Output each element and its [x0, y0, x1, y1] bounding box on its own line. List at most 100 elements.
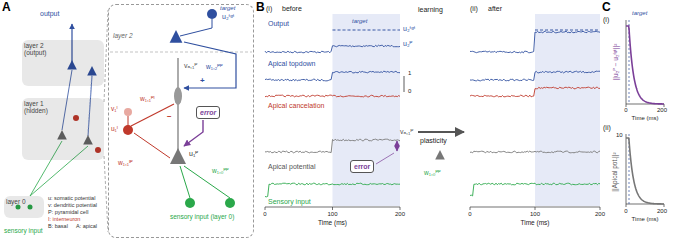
- axis-tick: [400, 207, 401, 210]
- annotation: P: pyramidal cell: [48, 210, 88, 216]
- annotation: (ii): [603, 124, 611, 131]
- nudging-line: [134, 133, 170, 158]
- sensory-input-trace: [265, 183, 400, 197]
- loss-curve: [626, 26, 664, 104]
- target-neuron: [207, 9, 217, 19]
- annotation: u₁ᴾ: [189, 150, 198, 157]
- annotation: w₁,₁ᴵᴾ: [118, 160, 133, 167]
- error-marker: [396, 141, 397, 151]
- axis-tick: [535, 207, 536, 210]
- learning-arrow: [418, 131, 464, 133]
- error-leader: [376, 153, 394, 164]
- apical-potential-trace: [470, 151, 600, 153]
- plot-axes: [626, 20, 664, 104]
- interneuron-dendrite: [128, 116, 129, 126]
- annotation: 0: [408, 88, 411, 94]
- annotation: (i): [266, 5, 272, 12]
- annotation: vₐ,₁ᴾ: [400, 128, 413, 135]
- annotation: target: [632, 10, 647, 16]
- axis-label: 200: [595, 211, 605, 217]
- axis-label: 200: [657, 208, 667, 214]
- target-trace: [535, 30, 600, 31]
- sensory-input-trace: [470, 183, 600, 196]
- annotation: (i): [603, 16, 609, 23]
- output-trace: [265, 45, 400, 53]
- annotation: (ii): [470, 5, 478, 12]
- axis-tick: [265, 207, 266, 210]
- target-line: [180, 19, 212, 36]
- axis-tick: [626, 204, 627, 207]
- annotation: u₂ᴾ: [403, 40, 413, 47]
- node-label: error: [200, 109, 216, 116]
- axis-label: Time (ms): [632, 216, 659, 222]
- input-neuron: [225, 198, 235, 208]
- target-period-shading: [535, 14, 600, 206]
- annotation: learning: [418, 6, 443, 13]
- annotation: ||Apical pot.||²: [612, 152, 619, 191]
- annotation: sensory input: [4, 228, 43, 235]
- output-trace: [470, 31, 600, 53]
- annotation: u₂ᵗᵍᵗ: [222, 13, 234, 20]
- annotation: sensory input (layer 0): [170, 214, 234, 221]
- axis-label: 200: [395, 211, 405, 217]
- axis-label: 100: [327, 211, 337, 217]
- panel-label: B: [256, 1, 265, 13]
- annotation: Apical topdown: [268, 60, 315, 67]
- annotation: u: somatic potential: [48, 196, 95, 202]
- annotation: output: [40, 10, 59, 17]
- scale-bar: [404, 76, 405, 92]
- input-neuron: [185, 198, 195, 208]
- target-period-shading: [333, 14, 401, 206]
- cancelation-line: [131, 104, 174, 126]
- input-line: [184, 166, 230, 198]
- annotation: after: [488, 5, 502, 12]
- apical-cancelation-trace: [470, 87, 600, 97]
- annotation: vₐ,₁ᴾ: [184, 62, 197, 69]
- inset-box: layer 2error: [108, 4, 254, 238]
- annotation: 1: [408, 70, 411, 76]
- annotation: u₂ᵗᵍᵗ: [403, 25, 415, 32]
- apical-potential-trace: [265, 139, 400, 153]
- panel-label: +: [200, 77, 205, 85]
- apical-topdown-trace: [470, 71, 600, 81]
- annotation: w₁,₂ᴾᴾ: [206, 64, 223, 71]
- axis-label: 100: [530, 211, 540, 217]
- apical-topdown-trace: [265, 71, 400, 81]
- annotation: u₁ᴵ: [111, 126, 118, 133]
- annotation: w₁,₀ᴾᴾ: [212, 168, 229, 175]
- error-box: error: [196, 106, 220, 119]
- loss-curve: [626, 138, 664, 204]
- annotation: Sensory input: [268, 198, 311, 205]
- annotation: Apical cancelation: [268, 102, 324, 109]
- annotation: v: dendritic potential: [48, 203, 97, 209]
- axis-label: Time (ms): [520, 220, 549, 227]
- panel-label: −: [167, 113, 172, 121]
- annotation: A: apical: [76, 224, 97, 230]
- annotation: Apical potential: [268, 163, 315, 170]
- apical-compartment: [174, 87, 182, 105]
- input-line: [180, 166, 190, 198]
- interneuron-dendrite-compartment: [124, 108, 132, 116]
- axis-label: Time (ms): [318, 220, 347, 227]
- target-trace: [333, 30, 401, 31]
- node-label: layer 0: [6, 199, 42, 206]
- axis-tick: [470, 207, 471, 210]
- axis-label: 0: [263, 211, 266, 217]
- node-label: layer 1 (hidden): [24, 101, 60, 115]
- interneuron: [123, 125, 133, 135]
- output-pyramidal-cell: [170, 30, 183, 43]
- annotation: w₁,₀ᴾᴾ: [424, 170, 441, 177]
- annotation: target: [352, 18, 367, 24]
- annotation: w₁,₁ᴾᴵ: [140, 96, 155, 103]
- layer-band: layer 2 (output): [22, 40, 104, 86]
- axis-label: Time (ms): [632, 115, 659, 121]
- pyramidal-cell: [170, 148, 186, 164]
- annotation: before: [282, 5, 302, 12]
- annotation: plasticity: [420, 137, 447, 144]
- panel-label: C: [602, 1, 611, 13]
- annotation: Output: [268, 20, 289, 27]
- annotation: ||u₂ᴾ − u₂ᵗᵍᵗ||²: [613, 44, 620, 81]
- layer-band: layer 1 (hidden): [22, 98, 104, 160]
